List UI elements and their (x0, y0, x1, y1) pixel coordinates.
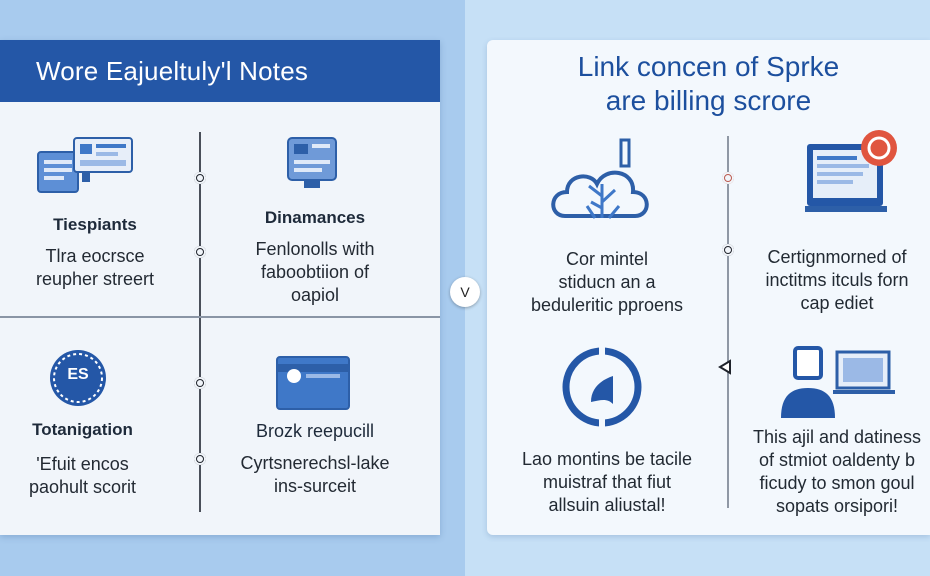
right-panel-title: Link concen of Sprke are billing scrore (487, 50, 930, 118)
cell-label: Brozk reepucill (255, 421, 375, 441)
vertical-divider (727, 136, 729, 508)
cell-description: Lao montins be tacile muistraf that fiut… (502, 448, 712, 517)
description-line: Tlra eocrsce (45, 246, 145, 266)
description-line: inctitms itculs forn (765, 270, 909, 290)
tablet-icon (287, 137, 337, 188)
documents-icon (37, 137, 133, 193)
description-line: allsuin aliustal! (548, 495, 666, 515)
badge-text: ES (67, 366, 89, 383)
timeline-node (194, 377, 206, 389)
title-line: Link concen of Sprke (577, 51, 840, 82)
laptop-icon (805, 130, 897, 212)
timeline-node (194, 172, 206, 184)
description-line: reupher streert (35, 269, 155, 289)
timeline-node (722, 172, 734, 184)
cell-description: This ajil and datiness of stmiot oaldent… (737, 426, 930, 518)
description-line: 'Efuit encos (36, 454, 129, 474)
cell-description: Cor mintel stiducn an a beduleritic ppro… (502, 248, 712, 317)
cell-label: Totanigation (32, 420, 133, 439)
description-line: stiducn an a (558, 272, 656, 292)
description-line: Fenlonolls with (255, 239, 375, 259)
timeline-node (194, 246, 206, 258)
center-badge[interactable]: V (450, 277, 480, 307)
right-panel: Link concen of Sprke are billing scrore … (487, 40, 930, 535)
description-line: ficudy to smon goul (759, 473, 915, 493)
cell-label: Tiespiants (53, 215, 137, 234)
left-panel-title: Wore Eajueltuly'l Notes (0, 40, 440, 102)
cell-label: Dinamances (264, 208, 366, 227)
left-panel: Wore Eajueltuly'l Notes Tiespiants Tlra … (0, 40, 440, 535)
description-line: muistraf that fiut (542, 472, 672, 492)
vertical-divider (199, 132, 201, 512)
cell-description: 'Efuit encos paohult scorit (0, 453, 165, 499)
description-line: faboobtiion of (260, 262, 370, 282)
description-line: Cor mintel (565, 249, 649, 269)
description-line: Cyrtsnerechsl-lake (240, 453, 390, 473)
cell-description: Fenlonolls with faboobtiion of oapiol (215, 238, 415, 307)
badge-icon (50, 350, 106, 406)
description-line: oapiol (290, 285, 340, 305)
timeline-node (722, 244, 734, 256)
description-line: Lao montins be tacile (521, 449, 693, 469)
title-line: are billing scrore (605, 85, 812, 116)
cell-description: Certignmorned of inctitms itculs forn ca… (737, 246, 930, 315)
cell-description: Cyrtsnerechsl-lake ins-surceit (215, 452, 415, 498)
description-line: paohult scorit (28, 477, 137, 497)
description-line: sopats orsipori! (775, 496, 899, 516)
cloud-tree-icon (551, 138, 649, 219)
card-icon (276, 356, 350, 410)
description-line: cap ediet (800, 293, 874, 313)
cell-description: Tlra eocrsce reupher streert (5, 245, 185, 291)
pointer-icon (718, 359, 731, 375)
description-line: Certignmorned of (767, 247, 907, 267)
horizontal-divider (0, 316, 440, 318)
description-line: of stmiot oaldenty b (758, 450, 916, 470)
timeline-node (194, 453, 206, 465)
description-line: beduleritic pproens (530, 295, 684, 315)
description-line: This ajil and datiness (752, 427, 922, 447)
user-desk-icon (781, 346, 895, 418)
description-line: ins-surceit (273, 476, 357, 496)
target-icon (562, 346, 642, 428)
